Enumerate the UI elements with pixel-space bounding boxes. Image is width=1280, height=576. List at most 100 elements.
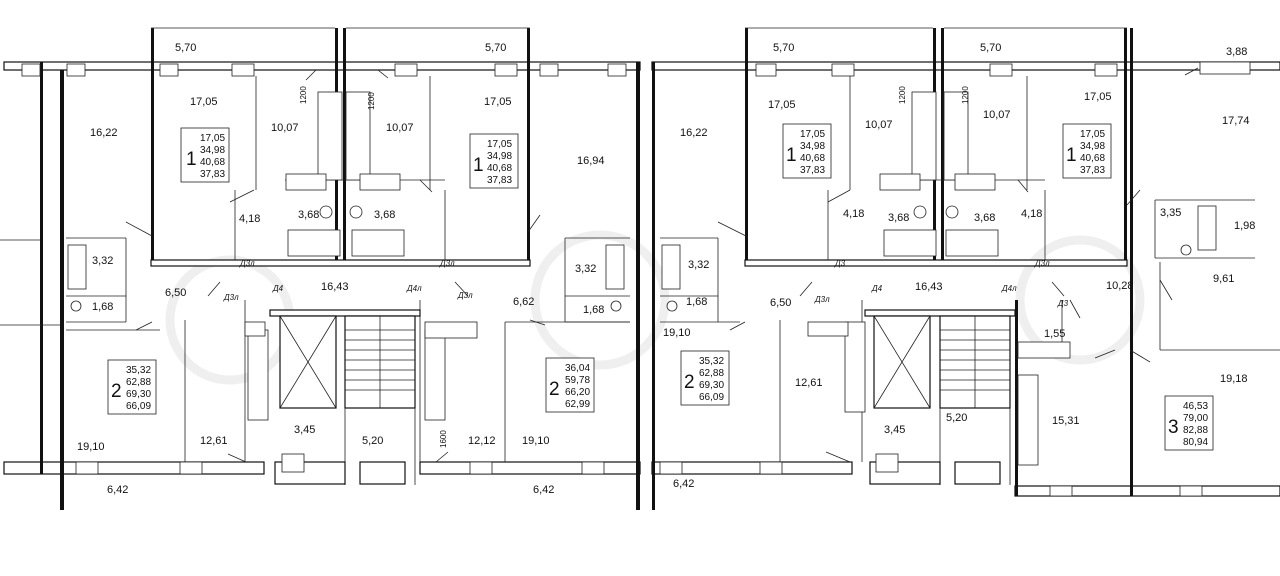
- apartment-room-count: 1: [473, 155, 484, 176]
- room-area-label: 16,43: [321, 281, 349, 293]
- dimension-labels: 1200 1200 1200 1200 1600: [299, 86, 970, 448]
- apartment-value: 34,98: [800, 141, 825, 152]
- dimension-label: 1200: [898, 86, 907, 104]
- room-area-label: 3,45: [294, 424, 315, 436]
- apartment-value: 17,05: [800, 129, 825, 140]
- room-area-label: 1,98: [1234, 220, 1255, 232]
- room-area-label: 1,68: [583, 304, 604, 316]
- apartment-value: 69,30: [699, 380, 724, 391]
- room-area-label: 3,32: [92, 255, 113, 267]
- room-area-label: 10,07: [386, 122, 414, 134]
- room-area-label: 17,05: [768, 99, 796, 111]
- door-labels: Д3л Д3л Д3л Д4 Д4л Д3л Д3 Д3л Д4 Д4л Д3л…: [223, 259, 1069, 308]
- room-area-label: 15,31: [1052, 415, 1080, 427]
- door-label: Д4: [272, 284, 284, 293]
- apartment-room-count: 1: [186, 149, 197, 170]
- room-area-label: 6,50: [165, 287, 186, 299]
- room-area-label: 16,94: [577, 155, 605, 167]
- room-area-label: 3,35: [1160, 207, 1181, 219]
- apartment-value: 69,30: [126, 389, 151, 400]
- apartment-box: [107, 359, 157, 415]
- apartment-value: 34,98: [200, 145, 225, 156]
- apartment-value: 66,09: [126, 401, 151, 412]
- door-label: Д3: [834, 259, 846, 268]
- door-label: Д3л: [814, 295, 830, 304]
- apartment-value: 40,68: [1080, 153, 1105, 164]
- room-area-label: 3,68: [298, 209, 319, 221]
- room-area-label: 12,61: [795, 377, 823, 389]
- room-area-label: 12,12: [468, 435, 496, 447]
- room-area-label: 17,05: [484, 96, 512, 108]
- room-area-label: 4,18: [1021, 208, 1042, 220]
- apartment-value: 62,88: [699, 368, 724, 379]
- room-area-label: 3,45: [884, 424, 905, 436]
- apartment-room-count: 2: [549, 379, 560, 400]
- apartment-box: [1062, 123, 1112, 179]
- room-area-label: 10,28: [1106, 280, 1134, 292]
- door-label: Д3л: [457, 291, 473, 300]
- dimension-label: 1600: [439, 430, 448, 448]
- room-area-label: 1,55: [1044, 328, 1065, 340]
- room-area-label: 19,10: [77, 441, 105, 453]
- room-area-label: 5,20: [362, 435, 383, 447]
- apartment-value: 35,32: [126, 365, 151, 376]
- room-area-labels: 5,70 5,70 17,05 16,22 10,07 10,07 17,05 …: [77, 42, 1255, 496]
- plan-left: [0, 27, 641, 510]
- room-area-label: 10,07: [983, 109, 1011, 121]
- room-area-label: 10,07: [865, 119, 893, 131]
- apartment-value: 40,68: [200, 157, 225, 168]
- door-label: Д3л: [223, 293, 239, 302]
- plan-right: [651, 27, 1280, 510]
- apartment-value: 80,94: [1183, 437, 1208, 448]
- apartment-value: 40,68: [487, 163, 512, 174]
- apartment-box: [1164, 395, 1214, 451]
- apartment-value: 34,98: [487, 151, 512, 162]
- dimension-label: 1200: [367, 92, 376, 110]
- apartment-value: 66,09: [699, 392, 724, 403]
- room-area-label: 6,62: [513, 296, 534, 308]
- door-label: Д3л: [1034, 259, 1050, 268]
- room-area-label: 6,42: [533, 484, 554, 496]
- room-area-label: 16,22: [680, 127, 708, 139]
- room-area-label: 5,70: [485, 42, 506, 54]
- room-area-label: 3,88: [1226, 46, 1247, 58]
- room-area-label: 19,18: [1220, 373, 1248, 385]
- apartment-value: 79,00: [1183, 413, 1208, 424]
- apartment-room-count: 2: [684, 372, 695, 393]
- apartment-value: 37,83: [487, 175, 512, 186]
- room-area-label: 4,18: [239, 213, 260, 225]
- apartment-box: [469, 133, 519, 189]
- room-area-label: 1,68: [686, 296, 707, 308]
- room-area-label: 3,68: [974, 212, 995, 224]
- apartment-value: 17,05: [200, 133, 225, 144]
- door-label: Д3л: [439, 259, 455, 268]
- room-area-label: 5,70: [773, 42, 794, 54]
- room-area-label: 5,20: [946, 412, 967, 424]
- apartment-room-count: 1: [1066, 145, 1077, 166]
- apartment-value: 82,88: [1183, 425, 1208, 436]
- room-area-label: 4,18: [843, 208, 864, 220]
- dimension-label: 1200: [299, 86, 308, 104]
- apartment-value: 40,68: [800, 153, 825, 164]
- apartment-value: 17,05: [1080, 129, 1105, 140]
- apartment-value: 62,88: [126, 377, 151, 388]
- door-label: Д4л: [406, 284, 422, 293]
- room-area-label: 17,74: [1222, 115, 1250, 127]
- apartment-value: 59,78: [565, 375, 590, 386]
- room-area-label: 16,43: [915, 281, 943, 293]
- door-label: Д3: [1057, 299, 1069, 308]
- apartment-room-count: 2: [111, 381, 122, 402]
- apartment-box: [545, 357, 595, 413]
- apartment-value: 37,83: [800, 165, 825, 176]
- room-area-label: 6,42: [107, 484, 128, 496]
- apartment-value: 17,05: [487, 139, 512, 150]
- room-area-label: 17,05: [190, 96, 218, 108]
- apartment-value: 46,53: [1183, 401, 1208, 412]
- room-area-label: 5,70: [980, 42, 1001, 54]
- apartment-info: 1 17,05 34,98 40,68 37,83 1 17,05 34,98 …: [107, 123, 1214, 451]
- room-area-label: 6,42: [673, 478, 694, 490]
- apartment-value: 62,99: [565, 399, 590, 410]
- apartment-box: [680, 350, 730, 406]
- apartment-value: 36,04: [565, 363, 590, 374]
